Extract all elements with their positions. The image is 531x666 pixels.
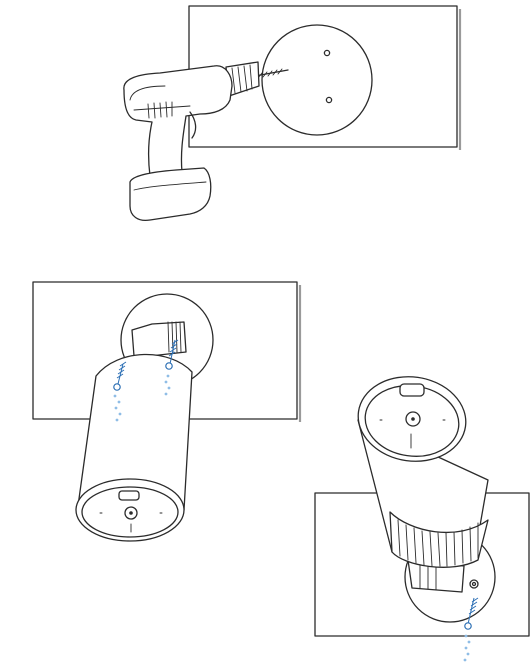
step-2-mount-camera-down [33,282,300,541]
mounting-plate-icon [262,25,372,135]
step-3-mount-camera-up [315,370,529,662]
step-1-drill-holes [124,6,460,220]
